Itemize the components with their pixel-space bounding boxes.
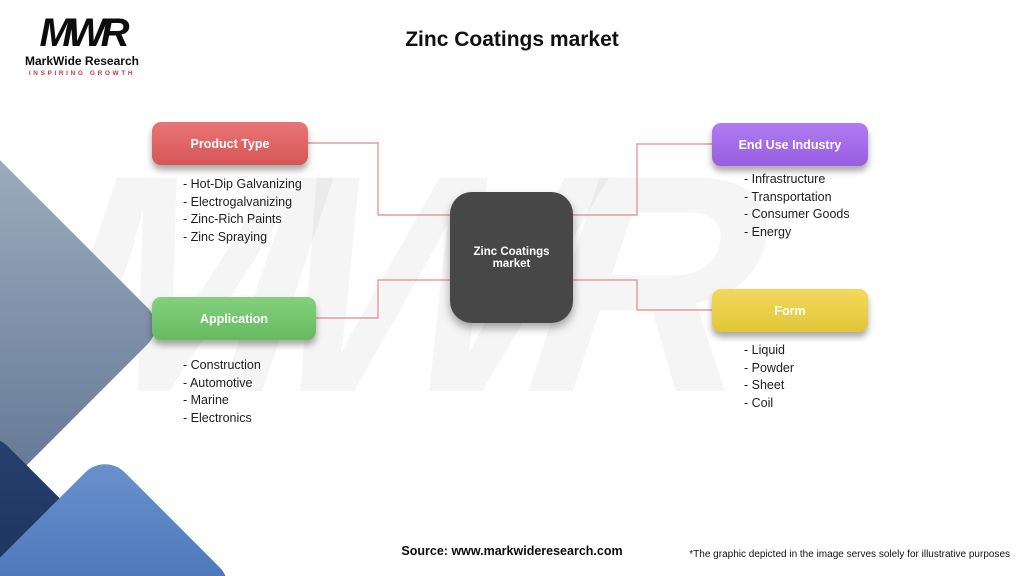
decor-gray-diamond (0, 142, 166, 510)
center-node: Zinc Coatings market (450, 192, 573, 323)
node-end-use-industry: End Use Industry (712, 123, 868, 166)
node-application-label: Application (199, 311, 269, 326)
list-item: - Liquid (744, 343, 785, 357)
list-item: - Zinc Spraying (183, 229, 268, 244)
end-use-industry-list: - Infrastructure - Transportation - Cons… (744, 171, 850, 241)
page-title: Zinc Coatings market (405, 28, 619, 51)
node-application: Application (152, 297, 316, 340)
source-line: Source: www.markwideresearch.com (0, 544, 1024, 558)
source-url: www.markwideresearch.com (451, 544, 623, 558)
center-node-label: Zinc Coatings market (473, 245, 550, 270)
node-end-use-industry-label: End Use Industry (738, 137, 842, 152)
list-item: - Coil (744, 395, 774, 410)
list-item: - Consumer Goods (744, 207, 850, 221)
logo-mwr-glyph: MWR (39, 11, 130, 55)
node-form: Form (712, 289, 868, 332)
list-item: - Zinc-Rich Paints (183, 212, 282, 226)
application-list: - Construction - Automotive - Marine - E… (183, 357, 261, 427)
logo-company-name: MarkWide Research (25, 54, 139, 68)
markwide-logo: MWR MarkWide Research Inspiring Growth (22, 12, 142, 77)
list-item: - Marine (183, 393, 229, 407)
list-item: - Powder (744, 360, 795, 375)
form-list: - Liquid - Powder - Sheet - Coil (744, 342, 794, 412)
logo-tagline: Inspiring Growth (28, 70, 136, 77)
list-item: - Automotive (183, 375, 253, 390)
list-item: - Infrastructure (744, 172, 826, 186)
connector-end-use-industry (573, 143, 712, 216)
list-item: - Energy (744, 224, 792, 239)
connector-form (573, 279, 712, 311)
list-item: - Electrogalvanizing (183, 194, 293, 209)
source-label: Source: (401, 544, 448, 558)
node-product-type: Product Type (152, 122, 308, 165)
connector-product-type (308, 142, 450, 216)
node-form-label: Form (774, 303, 806, 318)
list-item: - Sheet (744, 378, 785, 392)
node-product-type-label: Product Type (190, 136, 270, 151)
list-item: - Transportation (744, 189, 832, 204)
list-item: - Hot-Dip Galvanizing (183, 177, 302, 191)
watermark-mwr: MWR (30, 110, 753, 457)
connector-application (316, 279, 450, 319)
disclaimer-text: *The graphic depicted in the image serve… (689, 549, 1010, 560)
product-type-list: - Hot-Dip Galvanizing - Electrogalvanizi… (183, 176, 302, 246)
list-item: - Electronics (183, 410, 252, 425)
list-item: - Construction (183, 358, 261, 372)
